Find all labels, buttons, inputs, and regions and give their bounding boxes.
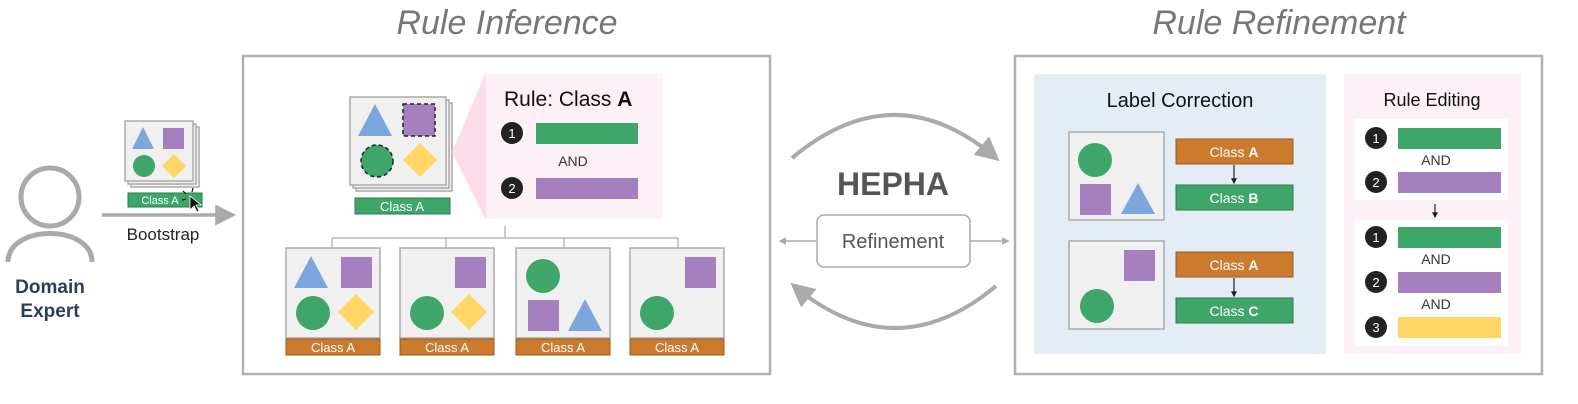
correction-2-to-tag (1175, 297, 1294, 324)
domain-expert-icon (5, 165, 95, 263)
child-1-class-tag (285, 338, 381, 356)
rule-before-bar-2 (1398, 172, 1501, 193)
condition-2-badge (501, 177, 523, 199)
child-image-1 (285, 247, 381, 339)
rule-before-number-2: 2 (1372, 175, 1379, 190)
rule-after-bar-1 (1398, 227, 1501, 248)
domain-expert-label-line2: Expert (20, 301, 80, 322)
child-1-class-tag-label: Class A (311, 340, 355, 355)
condition-1-badge (501, 122, 523, 144)
child-4-class-tag (629, 338, 725, 356)
rule-before-number-1: 1 (1372, 131, 1379, 146)
child-3-class-tag (515, 338, 611, 356)
correction-1-from-tag (1175, 138, 1294, 165)
child-3-class-tag-label: Class A (541, 340, 585, 355)
correction-1-to-tag (1175, 184, 1294, 211)
child-image-3 (515, 247, 611, 339)
rule-after-badge-2 (1365, 271, 1387, 293)
rule-after-badge-3 (1365, 316, 1387, 338)
correction-image-1 (1068, 131, 1165, 221)
inference-main-class-tag (354, 197, 451, 215)
tree-connectors (331, 226, 679, 248)
rule-card-title: Rule: Class A (504, 88, 632, 111)
rule-after-number-1: 1 (1372, 230, 1379, 245)
condition-2-number: 2 (508, 181, 515, 196)
rule-after-number-2: 2 (1372, 275, 1379, 290)
rule-after-bar-3 (1398, 317, 1501, 338)
rule-refinement-title: Rule Refinement (1152, 4, 1407, 42)
rule-editing-title: Rule Editing (1383, 90, 1480, 110)
condition-1-number: 1 (508, 126, 515, 141)
rule-inference-title: Rule Inference (396, 4, 617, 42)
hepha-label: HEPHA (837, 166, 949, 202)
inference-main-class-tag-label: Class A (380, 199, 424, 214)
bootstrap-label: Bootstrap (127, 225, 200, 244)
refinement-button-label: Refinement (842, 231, 945, 253)
condition-and-label: AND (558, 153, 588, 169)
inference-image-stack (349, 96, 453, 192)
child-2-class-tag-label: Class A (425, 340, 469, 355)
condition-1-bar (536, 123, 638, 144)
child-image-4 (629, 247, 725, 339)
child-image-2 (399, 247, 495, 339)
correction-1-from-label: Class A (1209, 144, 1258, 160)
condition-2-bar (536, 178, 638, 199)
rule-after-number-3: 3 (1372, 320, 1379, 335)
bootstrap-class-tag (127, 192, 203, 208)
correction-2-to-label: Class C (1209, 303, 1258, 319)
domain-expert-label-line1: Domain (15, 277, 85, 298)
child-4-class-tag-label: Class A (655, 340, 699, 355)
bootstrap-class-tag-label: Class A (141, 195, 179, 207)
correction-1-to-label: Class B (1209, 190, 1258, 206)
rule-before-badge-1 (1365, 127, 1387, 149)
rule-after-bar-2 (1398, 272, 1501, 293)
child-2-class-tag (399, 338, 495, 356)
cursor-icon (181, 187, 203, 213)
backward-curved-arrow (790, 282, 998, 330)
correction-image-2 (1068, 240, 1165, 330)
rule-after-badge-1 (1365, 226, 1387, 248)
rule-before-and: AND (1421, 152, 1451, 168)
label-correction-title: Label Correction (1107, 90, 1254, 112)
rule-callout-pointer (452, 72, 486, 220)
rule-after-and-2: AND (1421, 296, 1451, 312)
refinement-button[interactable] (816, 214, 971, 268)
correction-2-from-tag (1175, 251, 1294, 278)
rule-after-and-1: AND (1421, 251, 1451, 267)
bootstrap-image-stack (124, 120, 200, 188)
correction-2-from-label: Class A (1209, 257, 1258, 273)
forward-curved-arrow (790, 113, 1000, 162)
rule-before-bar-1 (1398, 128, 1501, 149)
rule-before-badge-2 (1365, 171, 1387, 193)
